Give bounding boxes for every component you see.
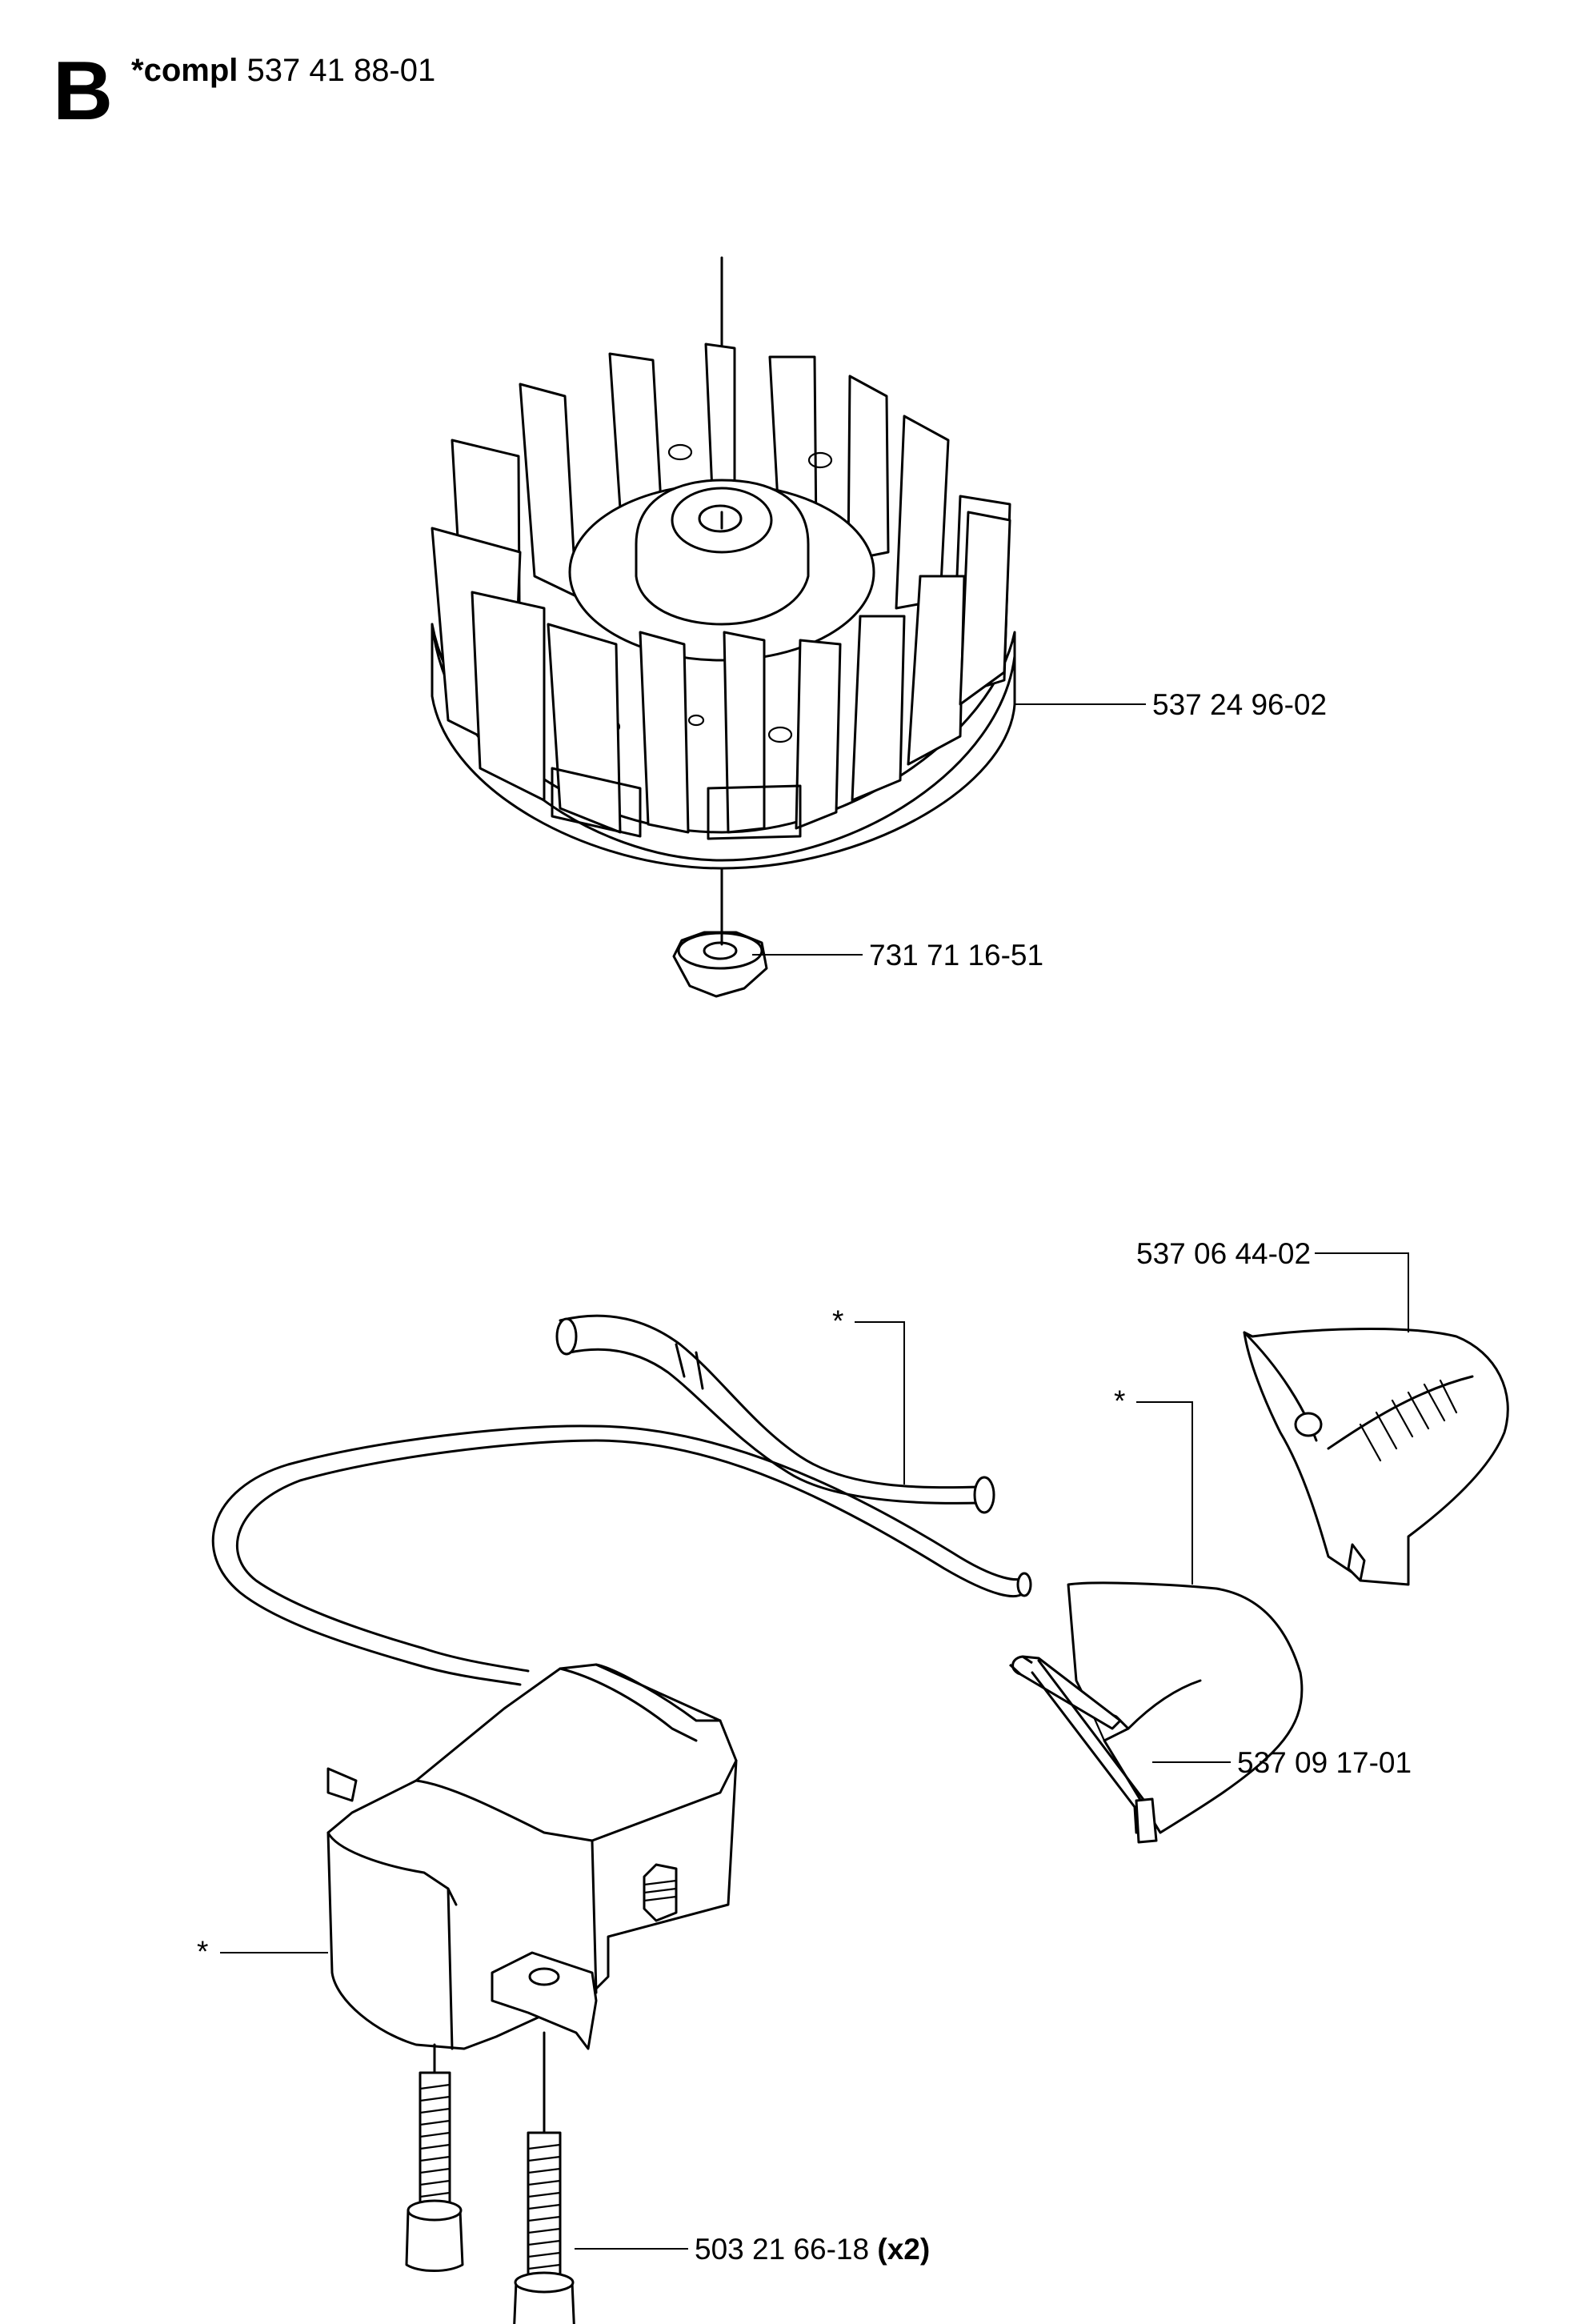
leader-boot-cover	[1136, 1401, 1193, 1585]
assembly-header: *compl 537 41 88-01	[131, 54, 435, 86]
boot-cover-drawing	[1067, 1581, 1304, 1834]
section-letter: B	[53, 45, 114, 138]
flywheel-magnet-window-2	[707, 784, 802, 840]
leader-cable	[855, 1321, 905, 1485]
ignition-module-bracket	[491, 1951, 598, 2050]
screw-right-drawing	[513, 2031, 575, 2324]
label-short-circuit-cable: 537 09 17-01	[1237, 1746, 1412, 1779]
flywheel-magnet-window-1	[551, 767, 642, 838]
screw-part-number: 503 21 66-18	[695, 2233, 870, 2266]
label-flywheel-nut: 731 71 16-51	[869, 939, 1044, 972]
label-spark-plug-boot: 537 06 44-02	[1136, 1237, 1312, 1270]
ignition-module-drawing	[326, 1663, 738, 2050]
label-cable: *	[832, 1304, 844, 1337]
short-circuit-cable-drawing	[1008, 1655, 1158, 1844]
compl-prefix: *compl	[131, 53, 238, 88]
spark-plug-boot-body	[1243, 1328, 1509, 1586]
label-boot-cover: *	[1114, 1384, 1126, 1417]
label-ignition-module: *	[197, 1935, 209, 1968]
screw-left-drawing	[405, 2043, 464, 2272]
label-screw: 503 21 66-18 (x2)	[695, 2234, 930, 2264]
label-flywheel: 537 24 96-02	[1152, 688, 1328, 721]
leader-spark-plug-boot	[1315, 1252, 1409, 1332]
flywheel-drawing	[431, 256, 1016, 938]
spark-plug-boot-drawing	[1243, 1328, 1509, 1586]
leader-lines	[220, 703, 1409, 2250]
boot-cover-body	[1067, 1581, 1304, 1834]
cable-drawing	[211, 1314, 1032, 1686]
compl-number: 537 41 88-01	[246, 53, 436, 88]
ignition-module-block	[643, 1863, 678, 1922]
screw-quantity: (x2)	[877, 2233, 931, 2266]
flywheel-nut-drawing	[672, 931, 768, 998]
